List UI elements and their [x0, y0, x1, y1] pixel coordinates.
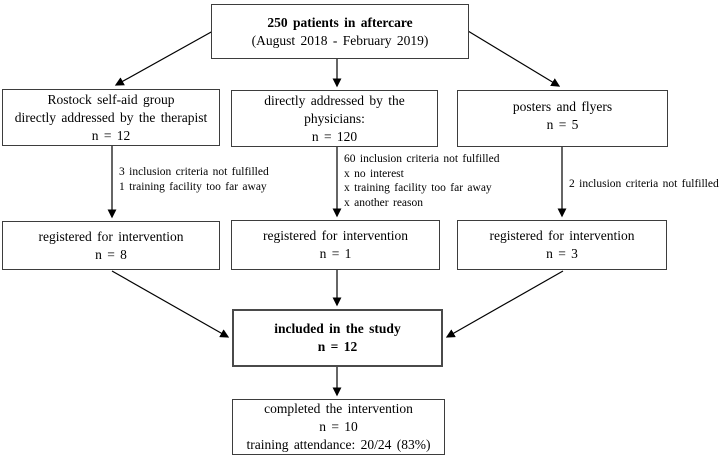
box-line: n = 1	[319, 246, 352, 261]
box-line: n = 120	[311, 128, 358, 144]
note-left-exclusions: 3 inclusion criteria not fulfilled 1 tra…	[119, 165, 269, 194]
box-line: included in the study	[274, 321, 401, 336]
note-line: x no interest	[344, 167, 404, 180]
box-recruit-self-aid-group: Rostock self-aid group directly addresse…	[2, 89, 220, 146]
box-line: 250 patients in aftercare	[267, 14, 413, 30]
arrow-top-to-left	[114, 30, 214, 86]
box-line: physicians:	[304, 110, 365, 126]
box-line: posters and flyers	[512, 99, 613, 114]
note-right-exclusions: 2 inclusion criteria not fulfilled	[569, 177, 719, 192]
note-line: 60 inclusion criteria not fulfilled	[344, 153, 500, 165]
box-line: training attendance: 20/24 (83%)	[246, 437, 431, 452]
box-registered-right: registered for intervention n = 3	[457, 220, 667, 270]
note-line: 2 inclusion criteria not fulfilled	[569, 178, 719, 190]
box-recruit-posters-flyers: posters and flyers n = 5	[457, 90, 668, 147]
box-line: Rostock self-aid group	[47, 91, 175, 107]
box-line: n = 8	[95, 246, 127, 262]
box-included-in-study: included in the study n = 12	[232, 309, 443, 367]
box-line: directly addressed by the	[264, 92, 405, 108]
box-line: registered for intervention	[489, 228, 635, 243]
box-line: n = 12	[317, 339, 358, 354]
box-line: registered for intervention	[263, 228, 408, 243]
box-recruit-physicians: directly addressed by the physicians: n …	[231, 90, 438, 147]
arrow-regleft-to-included	[111, 270, 230, 338]
box-registered-middle: registered for intervention n = 1	[231, 220, 440, 270]
note-line: x another reason	[344, 196, 423, 209]
arrow-regright-to-included	[445, 270, 564, 338]
note-middle-exclusions: 60 inclusion criteria not fulfilled x no…	[344, 152, 499, 210]
box-line: (August 2018 - February 2019)	[251, 32, 429, 48]
box-line: n = 3	[546, 246, 578, 261]
note-line: 1 training facility too far away	[119, 180, 267, 193]
arrow-top-to-right	[467, 30, 561, 87]
box-completed-intervention: completed the intervention n = 10 traini…	[232, 399, 445, 455]
box-line: directly addressed by the therapist	[14, 109, 208, 125]
note-line: 3 inclusion criteria not fulfilled	[119, 166, 269, 178]
note-line: x training facility too far away	[344, 182, 492, 194]
box-registered-left: registered for intervention n = 8	[2, 221, 220, 270]
box-line: completed the intervention	[264, 401, 413, 416]
box-line: n = 10	[319, 419, 358, 434]
box-line: n = 12	[91, 127, 131, 143]
box-patients-in-aftercare: 250 patients in aftercare (August 2018 -…	[211, 4, 469, 59]
box-line: n = 5	[546, 117, 579, 132]
box-line: registered for intervention	[38, 228, 184, 244]
